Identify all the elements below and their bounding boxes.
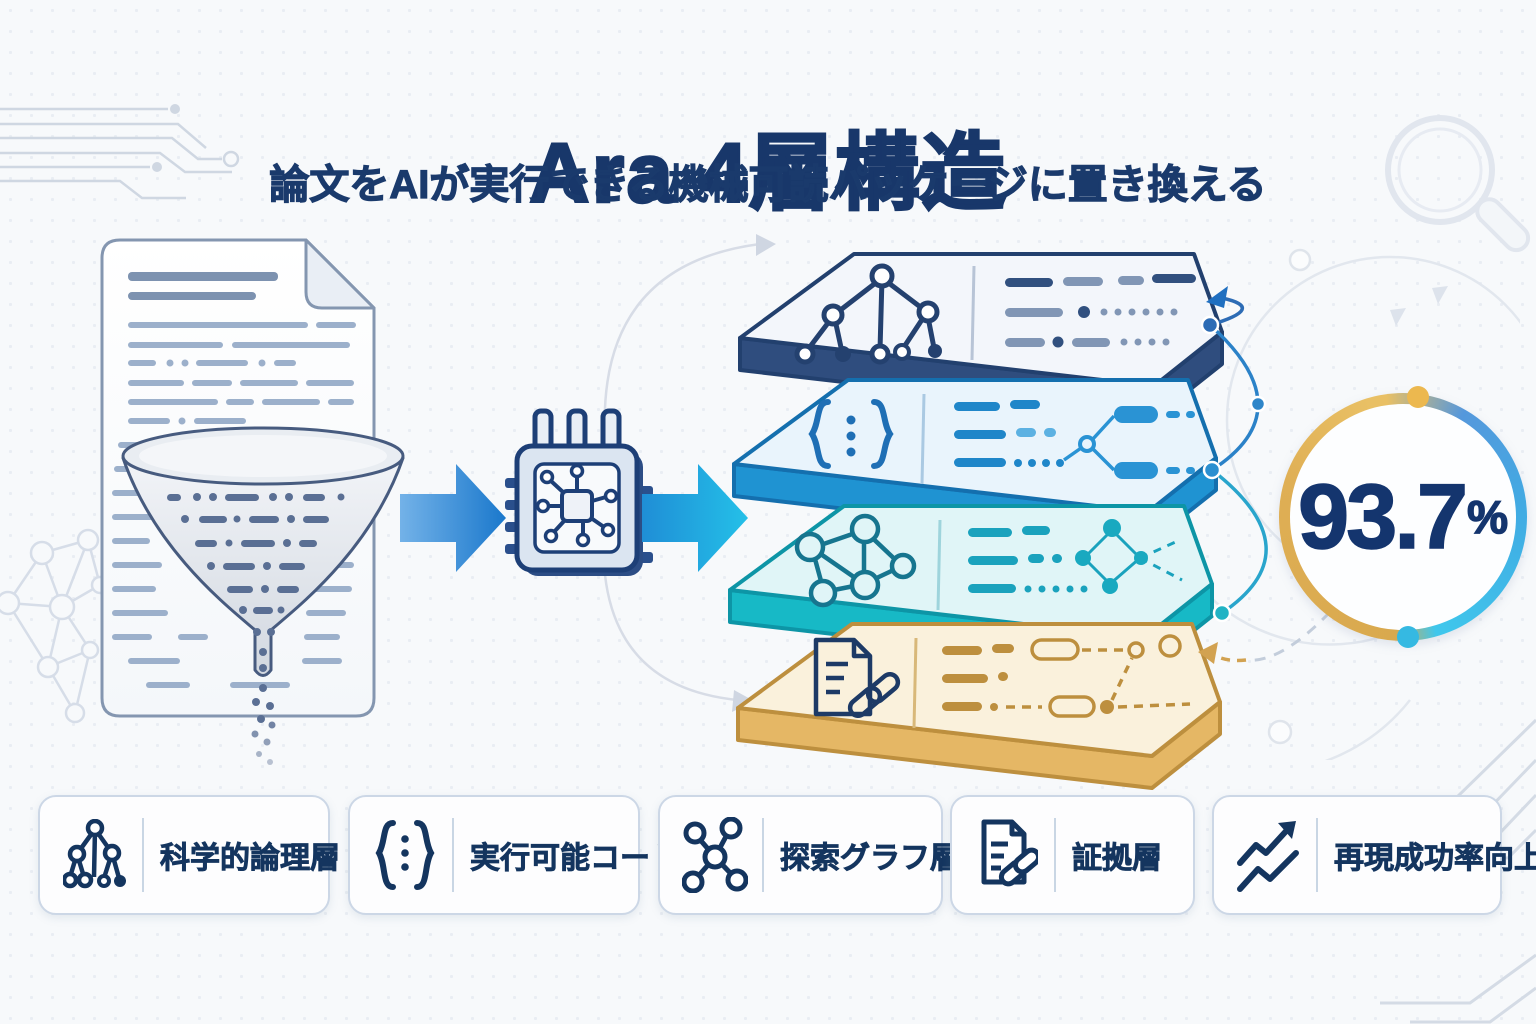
tree-icon [60, 811, 130, 899]
legend-label: 科学的論理層 [160, 842, 341, 876]
arrow-right-icon [642, 464, 748, 572]
network-graph-decoration-icon [0, 528, 110, 724]
page-subtitle: 論文をAIが実行できる機械可読パッケージに置き換える [269, 162, 1267, 207]
network-icon [680, 811, 750, 899]
braces-icon [370, 811, 440, 899]
card-divider [1054, 818, 1056, 892]
success-rate-gauge: 93.7% [1279, 386, 1527, 648]
legend-label: 証拠層 [1072, 842, 1163, 876]
legend-label: 再現成功率向上 [1334, 842, 1536, 876]
arrow-right-icon [400, 464, 506, 572]
gauge-value: 93.7 [1297, 465, 1469, 569]
card-divider [452, 818, 454, 892]
layer-link-arcs [1198, 286, 1332, 664]
card-divider [1316, 818, 1318, 892]
braces-icon [808, 399, 894, 469]
funnel-icon [121, 426, 405, 765]
arrowhead-to-top-layer [1206, 286, 1228, 308]
magnifier-icon [1385, 115, 1531, 253]
circuit-traces-top-left-icon [0, 104, 240, 200]
network-icon [809, 527, 904, 595]
legend-card-reproduction-rate: 再現成功率向上 [1212, 795, 1536, 915]
legend-card-exploration-graph: 探索グラフ層 [658, 795, 960, 915]
layer-evidence [736, 622, 1222, 790]
ai-chip-icon [505, 408, 653, 576]
gauge-gold-dot [1407, 386, 1429, 408]
legend-card-scientific-logic: 科学的論理層 [38, 795, 340, 915]
card-divider [142, 818, 144, 892]
gauge-unit: % [1466, 490, 1508, 544]
arrowhead-to-evidence-layer [1198, 642, 1218, 664]
legend-card-evidence: 証拠層 [950, 795, 1195, 915]
tree-icon-nodes [794, 263, 942, 365]
tree-icon [804, 276, 937, 354]
evidence-link-icon [813, 637, 901, 719]
trend-up-icon [1234, 811, 1304, 899]
layer-stack [728, 252, 1224, 790]
page-title: Ara 4層構造 [528, 125, 1008, 222]
legend-label: 探索グラフ層 [780, 842, 961, 876]
card-divider [762, 818, 764, 892]
gauge-cyan-dot [1397, 626, 1419, 648]
gauge-face: 93.7% [1290, 404, 1516, 630]
legend-card-executable-code: 実行可能コード層 [348, 795, 710, 915]
evidence-link-icon [972, 811, 1042, 899]
